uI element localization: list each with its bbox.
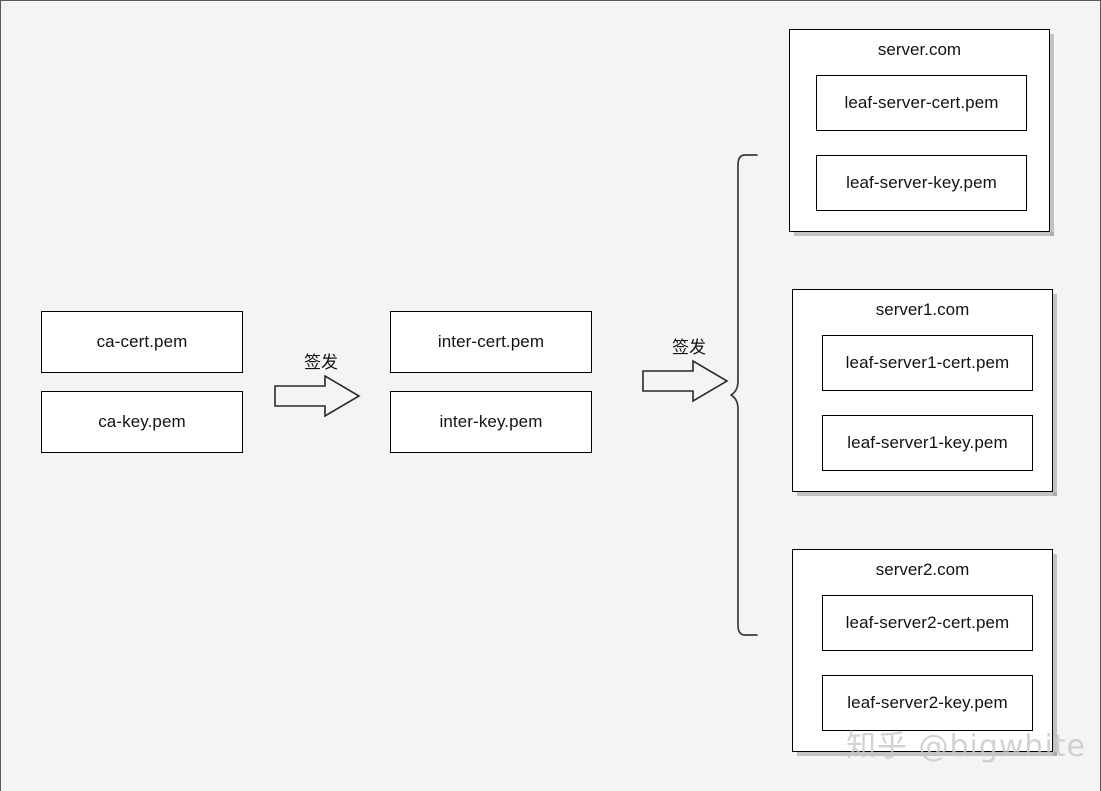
server-group-shadow	[1053, 294, 1057, 496]
file-box-ca-cert[interactable]: ca-cert.pem	[41, 311, 243, 373]
server-group-shadow	[797, 752, 1057, 756]
server-group-title: server1.com	[875, 300, 970, 319]
file-box-leaf-server2-key[interactable]: leaf-server2-key.pem	[822, 675, 1033, 731]
server-group-title: server2.com	[875, 560, 970, 579]
grouping-brace	[730, 154, 758, 636]
file-box-leaf-server1-cert[interactable]: leaf-server1-cert.pem	[822, 335, 1033, 391]
server-group-server-com[interactable]: server.com leaf-server-cert.pem leaf-ser…	[789, 29, 1050, 232]
file-box-leaf-server-cert[interactable]: leaf-server-cert.pem	[816, 75, 1027, 131]
arrow-intermediate-to-leaf: 签发	[639, 333, 739, 403]
arrow-intermediate-to-leaf-label: 签发	[672, 338, 706, 357]
server-group-shadow	[794, 232, 1054, 236]
server-group-shadow	[797, 492, 1057, 496]
arrow-intermediate-to-leaf-icon	[642, 359, 729, 403]
file-box-leaf-server1-key[interactable]: leaf-server1-key.pem	[822, 415, 1033, 471]
file-box-inter-key[interactable]: inter-key.pem	[390, 391, 592, 453]
server-group-shadow	[1050, 34, 1054, 236]
file-box-ca-key[interactable]: ca-key.pem	[41, 391, 243, 453]
server-group-server2-com[interactable]: server2.com leaf-server2-cert.pem leaf-s…	[792, 549, 1053, 752]
file-box-leaf-server-key[interactable]: leaf-server-key.pem	[816, 155, 1027, 211]
file-box-inter-cert[interactable]: inter-cert.pem	[390, 311, 592, 373]
arrow-ca-to-intermediate: 签发	[271, 348, 371, 418]
server-group-server1-com[interactable]: server1.com leaf-server1-cert.pem leaf-s…	[792, 289, 1053, 492]
server-group-shadow	[1053, 554, 1057, 756]
server-group-title: server.com	[877, 40, 962, 59]
arrow-ca-to-intermediate-label: 签发	[304, 353, 338, 372]
file-box-leaf-server2-cert[interactable]: leaf-server2-cert.pem	[822, 595, 1033, 651]
arrow-ca-to-intermediate-icon	[274, 374, 361, 418]
